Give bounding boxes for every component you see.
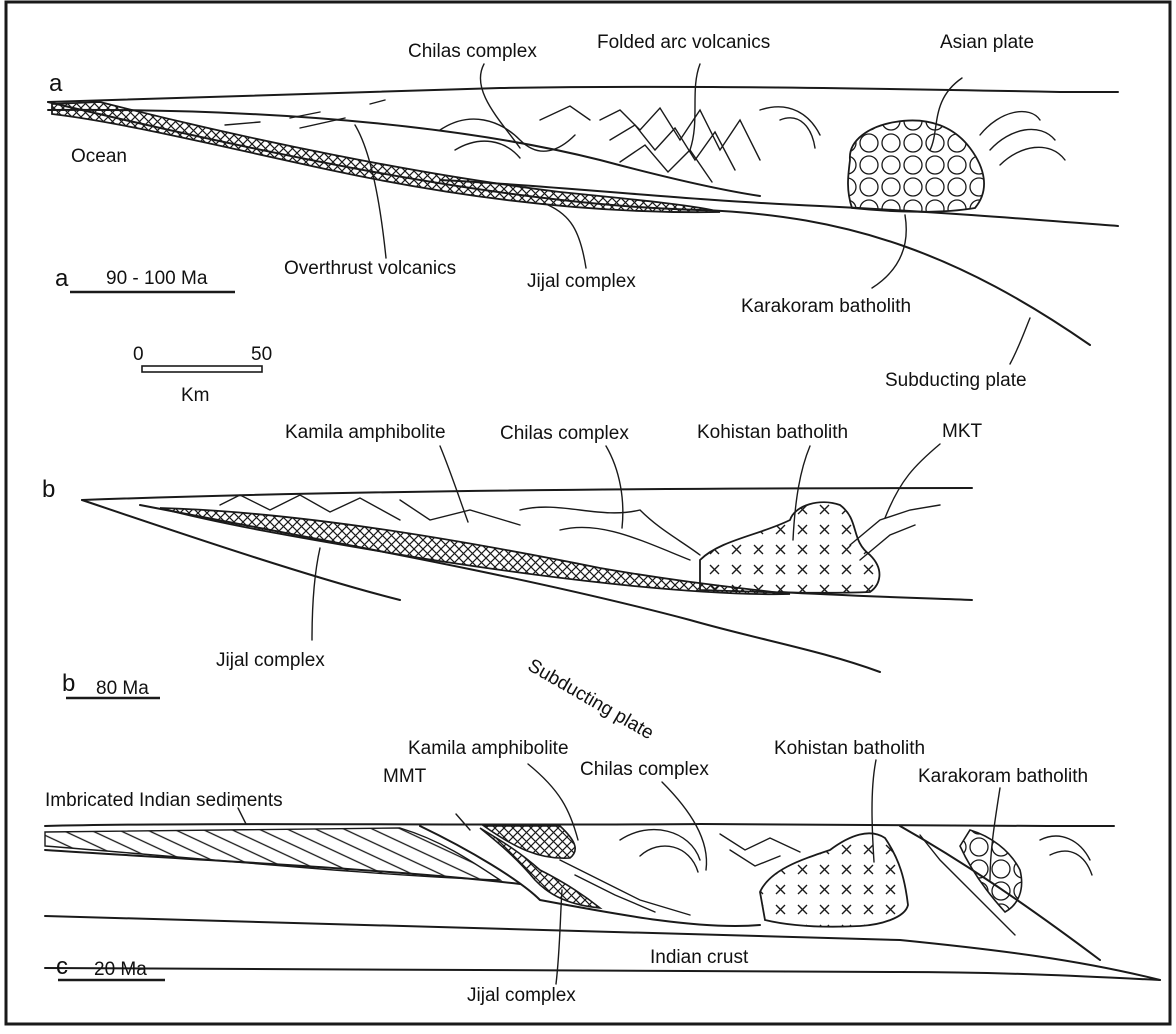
label-c-chilas-complex: Chilas complex <box>580 760 709 779</box>
label-c-imbricated-sediments: Imbricated Indian sediments <box>45 791 283 810</box>
panel-b-letter: b <box>42 478 55 502</box>
label-b-kamila-amphibolite: Kamila amphibolite <box>285 423 446 442</box>
label-c-kamila-amphibolite: Kamila amphibolite <box>408 739 569 758</box>
label-a-chilas-complex: Chilas complex <box>408 42 537 61</box>
label-b-chilas-complex: Chilas complex <box>500 424 629 443</box>
label-a-subducting-plate: Subducting plate <box>885 371 1027 390</box>
label-b-kohistan-batholith: Kohistan batholith <box>697 423 848 442</box>
panel-b-section <box>82 488 972 672</box>
label-a-karakoram-batholith: Karakoram batholith <box>741 297 911 316</box>
label-a-folded-arc-volcanics: Folded arc volcanics <box>597 33 770 52</box>
panel-c-age-letter: c <box>56 955 68 979</box>
label-b-jijal-complex: Jijal complex <box>216 651 325 670</box>
label-c-mmt: MMT <box>383 767 426 786</box>
panel-b-age-letter: b <box>62 672 75 696</box>
label-b-mkt: MKT <box>942 422 982 441</box>
panel-c-age: 20 Ma <box>94 960 147 979</box>
panel-a-leaders <box>355 64 1030 364</box>
panel-a-section <box>48 87 1118 345</box>
overthrust-volcanics-body <box>52 102 720 212</box>
label-c-kohistan-batholith: Kohistan batholith <box>774 739 925 758</box>
panel-a-letter: a <box>49 72 62 96</box>
km-scale-bar <box>142 366 262 372</box>
label-a-ocean: Ocean <box>71 147 127 166</box>
kohistan-batholith-body <box>700 502 879 593</box>
label-c-indian-crust: Indian crust <box>650 948 748 967</box>
scale-max: 50 <box>251 345 272 364</box>
panel-b-age: 80 Ma <box>96 679 149 698</box>
scale-min: 0 <box>133 345 144 364</box>
label-c-jijal-complex: Jijal complex <box>467 986 576 1005</box>
kohistan-batholith-body-c <box>760 833 908 926</box>
label-a-jijal-complex: Jijal complex <box>527 272 636 291</box>
panel-a-age: 90 - 100 Ma <box>106 269 207 288</box>
panel-a-age-letter: a <box>55 267 68 291</box>
panel-c-section <box>45 824 1160 980</box>
scale-unit: Km <box>181 386 210 405</box>
label-a-overthrust-volcanics: Overthrust volcanics <box>284 259 456 278</box>
label-a-asian-plate: Asian plate <box>940 33 1034 52</box>
label-c-karakoram-batholith: Karakoram batholith <box>918 767 1088 786</box>
karakoram-batholith-body <box>848 120 984 211</box>
